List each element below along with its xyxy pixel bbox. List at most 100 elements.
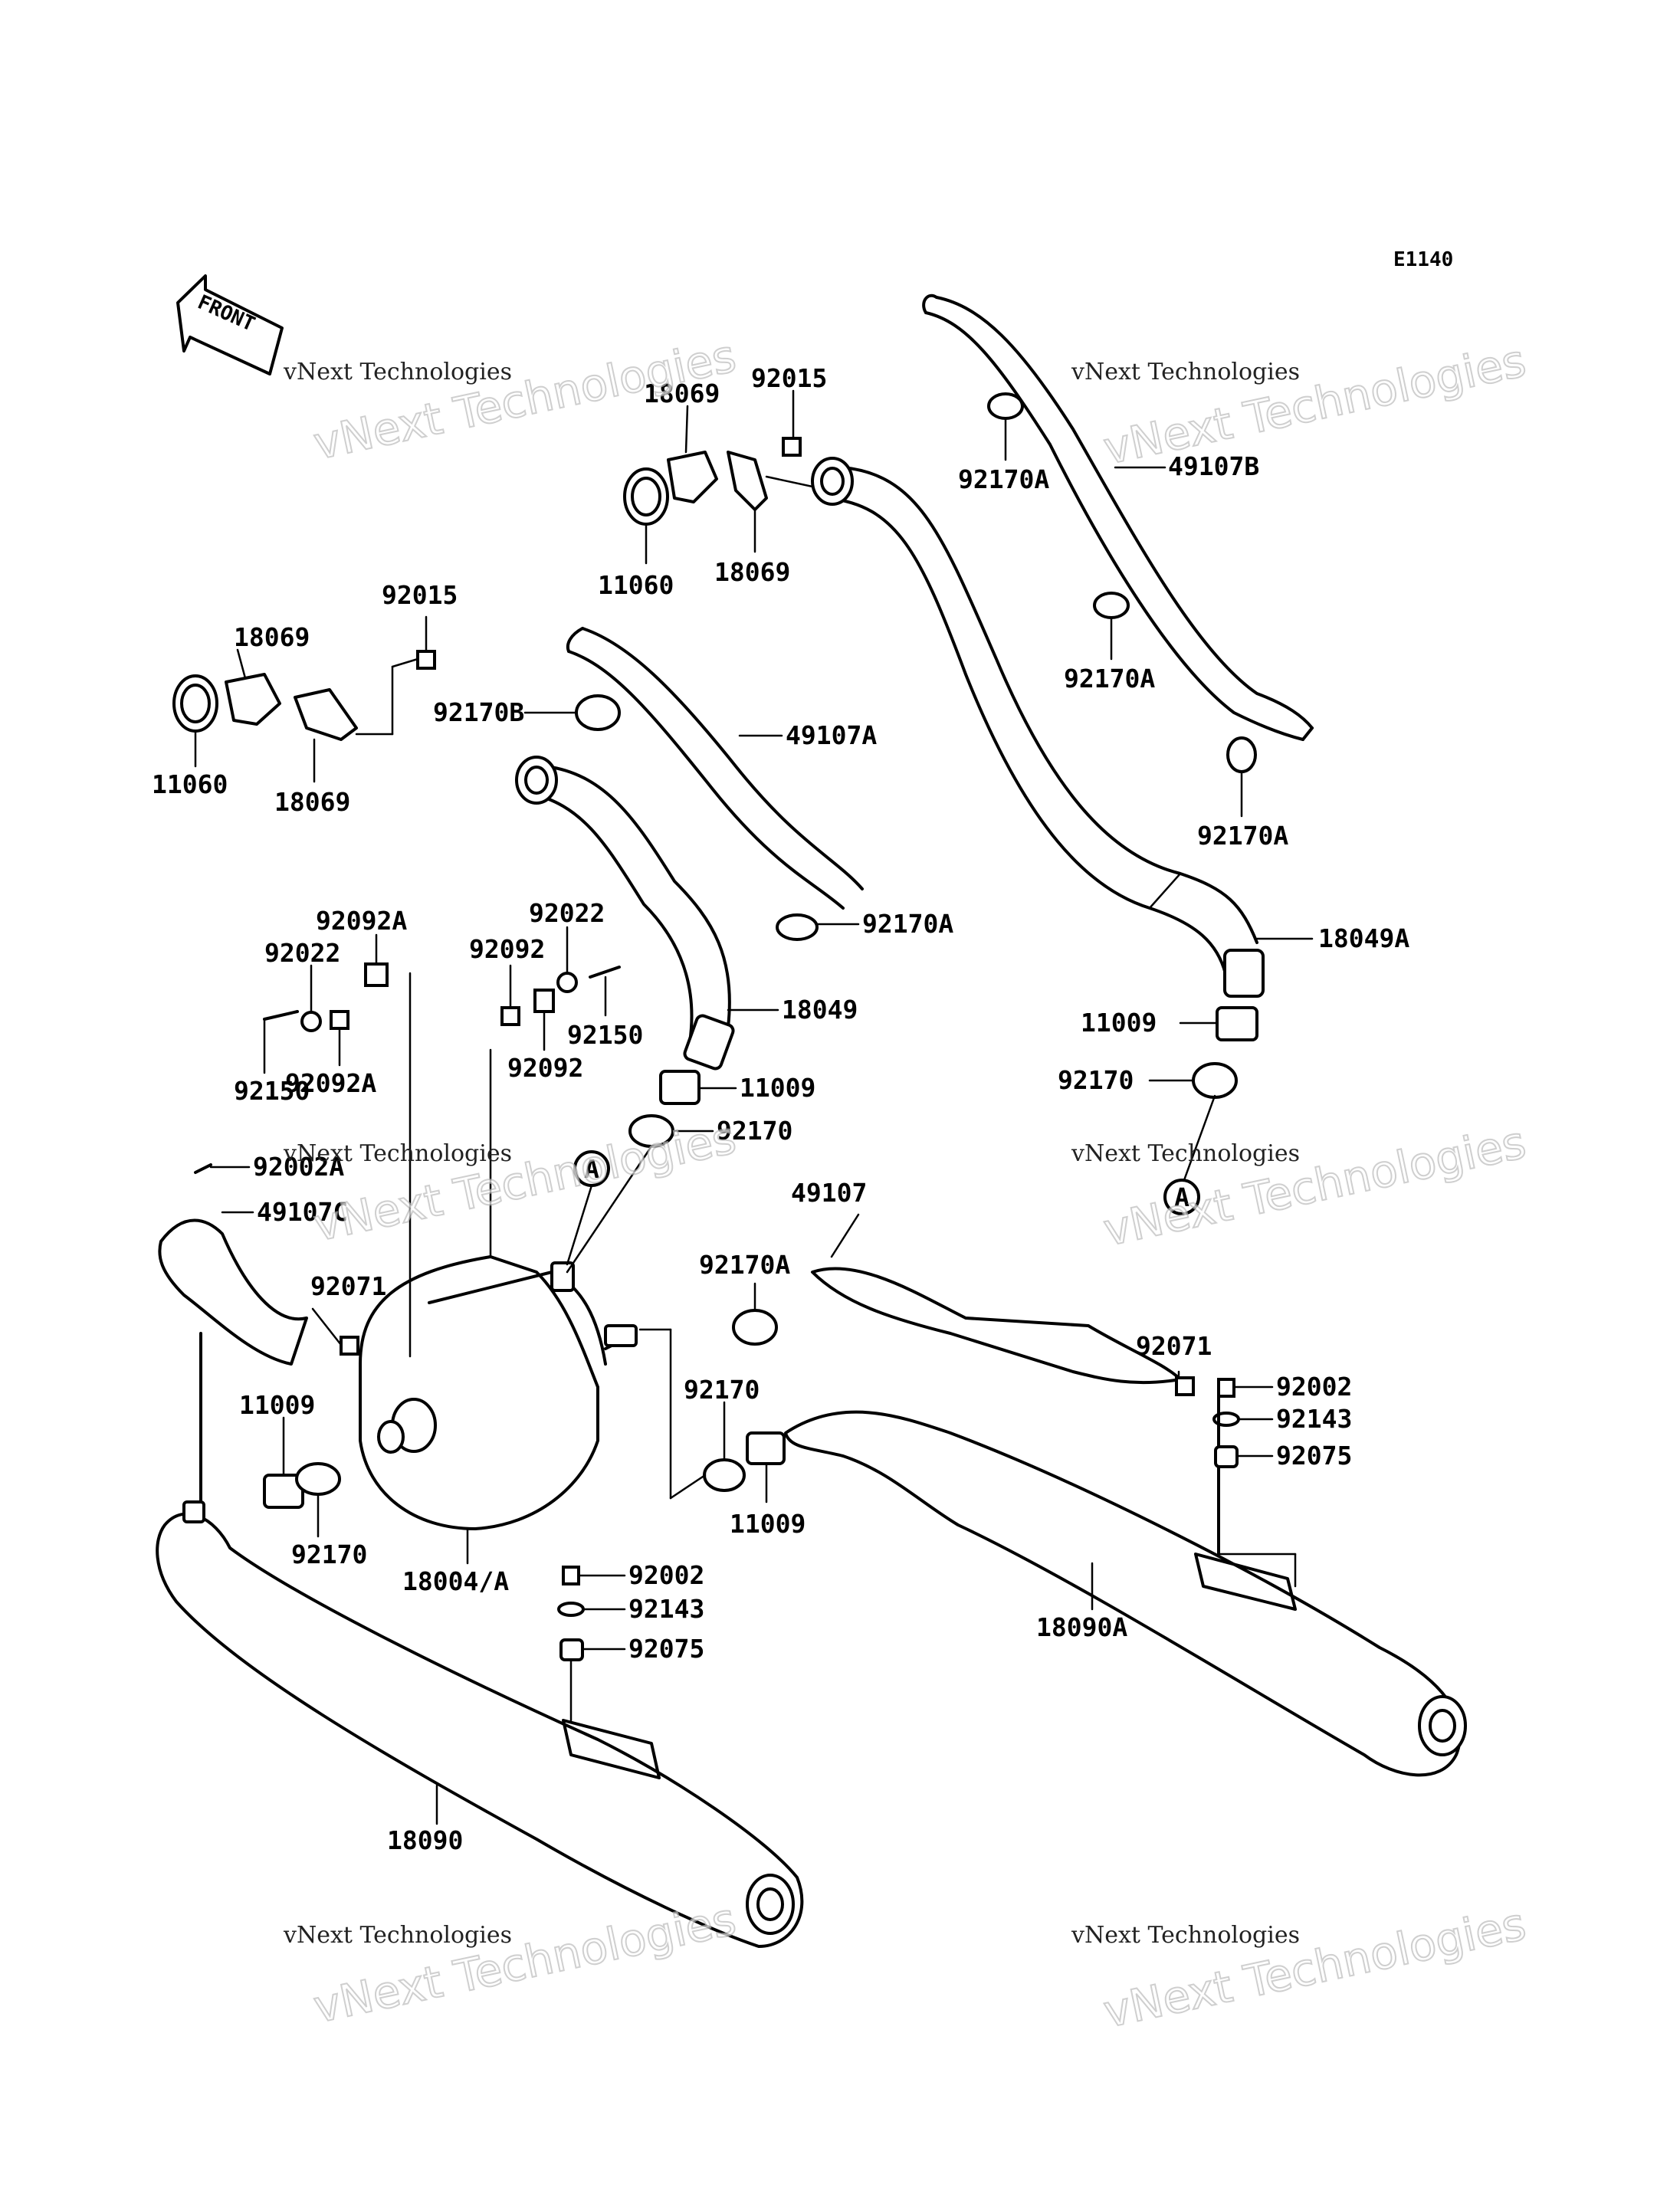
holder-18069-c: [225, 673, 281, 726]
callout-92092-a: 92092: [469, 934, 545, 964]
callout-18090A: 18090A: [1036, 1612, 1127, 1642]
callout-92150-a: 92150: [234, 1076, 310, 1106]
ref-A-right: [1163, 1179, 1200, 1215]
callout-11009-d: 11009: [730, 1509, 806, 1539]
bolt-92002-b: [562, 1566, 580, 1585]
callout-18049A: 18049A: [1318, 923, 1409, 953]
callout-18069-c: 18069: [234, 622, 310, 652]
ref-A-left-label: A: [584, 1154, 599, 1184]
bolt-92150-a: [263, 1010, 299, 1021]
watermark-top-right: vNext Technologies vNext Technologies: [1071, 333, 1531, 475]
callout-92150-b: 92150: [567, 1020, 643, 1050]
bushing-92092A-a: [364, 962, 389, 987]
callout-92170-d: 92170: [684, 1375, 760, 1405]
exhaust-pipe-18049A: [811, 457, 1265, 998]
watermark-text-tr: vNext Technologies: [1071, 359, 1300, 385]
callout-92075-a: 92075: [1276, 1441, 1352, 1471]
connector-11009-d: [746, 1431, 786, 1465]
callout-92092-b: 92092: [507, 1053, 583, 1083]
grommet-92071-a: [340, 1336, 359, 1356]
callout-92170A-c: 92170A: [1197, 821, 1288, 851]
svg-text:vNext Technologies: vNext Technologies: [1099, 1897, 1530, 2038]
leader-lines: [194, 389, 1314, 1825]
callout-92071-b: 92071: [1136, 1331, 1212, 1361]
holder-18069-d: [294, 688, 358, 741]
callout-49107B: 49107B: [1168, 451, 1259, 481]
callout-92170-c: 92170: [291, 1540, 367, 1569]
callout-18049: 18049: [782, 995, 858, 1025]
callout-18069-b: 18069: [714, 557, 790, 587]
clamp-92170B: [575, 694, 621, 731]
svg-text:vNext Technologies: vNext Technologies: [309, 1893, 740, 2033]
bolt-92150-b: [589, 966, 621, 979]
callout-18069-a: 18069: [644, 379, 720, 408]
clamp-92170-a: [1192, 1062, 1238, 1099]
callout-92170B: 92170B: [433, 697, 524, 727]
callout-92170-b: 92170: [717, 1116, 792, 1146]
callout-92022-b: 92022: [529, 898, 605, 928]
damper-92075-a: [1214, 1445, 1239, 1468]
clamp-92170-c: [295, 1462, 341, 1496]
callout-49107C: 49107C: [257, 1197, 348, 1227]
svg-text:vNext Technologies: vNext Technologies: [1099, 1116, 1530, 1256]
clamp-92170A-c: [1226, 736, 1257, 773]
callout-92143-a: 92143: [1276, 1404, 1352, 1434]
heat-shield-49107B: [922, 293, 1314, 741]
watermarks: vNext Technologies vNext Technologies vN…: [283, 329, 1531, 2038]
holder-18069-b: [727, 451, 768, 511]
callout-92092A-b: 92092A: [285, 1068, 376, 1098]
watermark-text-bl: vNext Technologies: [283, 1922, 512, 1949]
washer-92143-b: [557, 1602, 585, 1617]
muffler-18004A: [359, 1255, 638, 1530]
nut-92015-a: [782, 437, 802, 457]
bolt-92002A: [194, 1163, 212, 1174]
front-arrow-icon: FRONT: [176, 274, 284, 375]
diagram-code: E1140: [1393, 248, 1453, 271]
muffler-18090: [156, 1500, 804, 1948]
svg-text:vNext Technologies: vNext Technologies: [309, 1111, 740, 1251]
svg-text:vNext Technologies: vNext Technologies: [1099, 334, 1530, 474]
clamp-92170A-a: [987, 392, 1024, 420]
watermark-text-br: vNext Technologies: [1071, 1922, 1300, 1949]
watermark-mid-right: vNext Technologies vNext Technologies: [1071, 1115, 1531, 1257]
damper-92075-b: [559, 1638, 584, 1661]
clamp-92170A-e: [732, 1309, 778, 1346]
watermark-bottom-left: vNext Technologies vNext Technologies: [283, 1892, 741, 2034]
callout-11009-c: 11009: [239, 1390, 315, 1420]
callout-18090: 18090: [387, 1825, 463, 1855]
heat-shield-49107A: [566, 627, 864, 910]
grommet-92071-b: [1175, 1376, 1195, 1396]
bolt-92002-a: [1217, 1378, 1235, 1398]
watermark-text-ml: vNext Technologies: [283, 1140, 512, 1167]
watermark-mid-left: vNext Technologies vNext Technologies: [283, 1110, 741, 1252]
heat-shield-49107: [811, 1267, 1182, 1385]
clamp-92170A-d: [776, 913, 819, 941]
callout-92002-a: 92002: [1276, 1372, 1352, 1402]
callout-92170A-e: 92170A: [699, 1250, 790, 1280]
washer-92022-b: [556, 972, 578, 993]
watermark-bottom-right: vNext Technologies vNext Technologies: [1071, 1897, 1531, 2038]
connector-11009-a: [1216, 1006, 1258, 1041]
bushing-92092-b: [533, 989, 555, 1013]
ref-A-right-label: A: [1174, 1182, 1189, 1212]
callout-49107: 49107: [791, 1178, 867, 1208]
clamp-92170-d: [703, 1458, 746, 1492]
callout-92170-a: 92170: [1058, 1065, 1134, 1095]
watermark-text-mr: vNext Technologies: [1071, 1140, 1300, 1167]
callout-18069-d: 18069: [274, 787, 350, 817]
bushing-92092A-b: [330, 1010, 349, 1030]
callout-92022-a: 92022: [264, 938, 340, 968]
callout-92143-b: 92143: [628, 1594, 704, 1624]
callout-11060-b: 11060: [152, 769, 228, 799]
callout-92170A-d: 92170A: [862, 909, 953, 939]
callout-11009-b: 11009: [740, 1073, 815, 1103]
heat-shield-49107C: [158, 1218, 308, 1366]
nut-92015-b: [416, 650, 436, 670]
callout-labels: 18069 92015 11060 18069 92170A 49107B 92…: [152, 363, 1409, 1855]
callout-92015-b: 92015: [382, 580, 458, 610]
callout-92170A-b: 92170A: [1064, 664, 1155, 694]
muffler-18090A: [784, 1410, 1467, 1777]
callout-92002-b: 92002: [628, 1560, 704, 1590]
callout-18004A: 18004/A: [402, 1566, 509, 1596]
